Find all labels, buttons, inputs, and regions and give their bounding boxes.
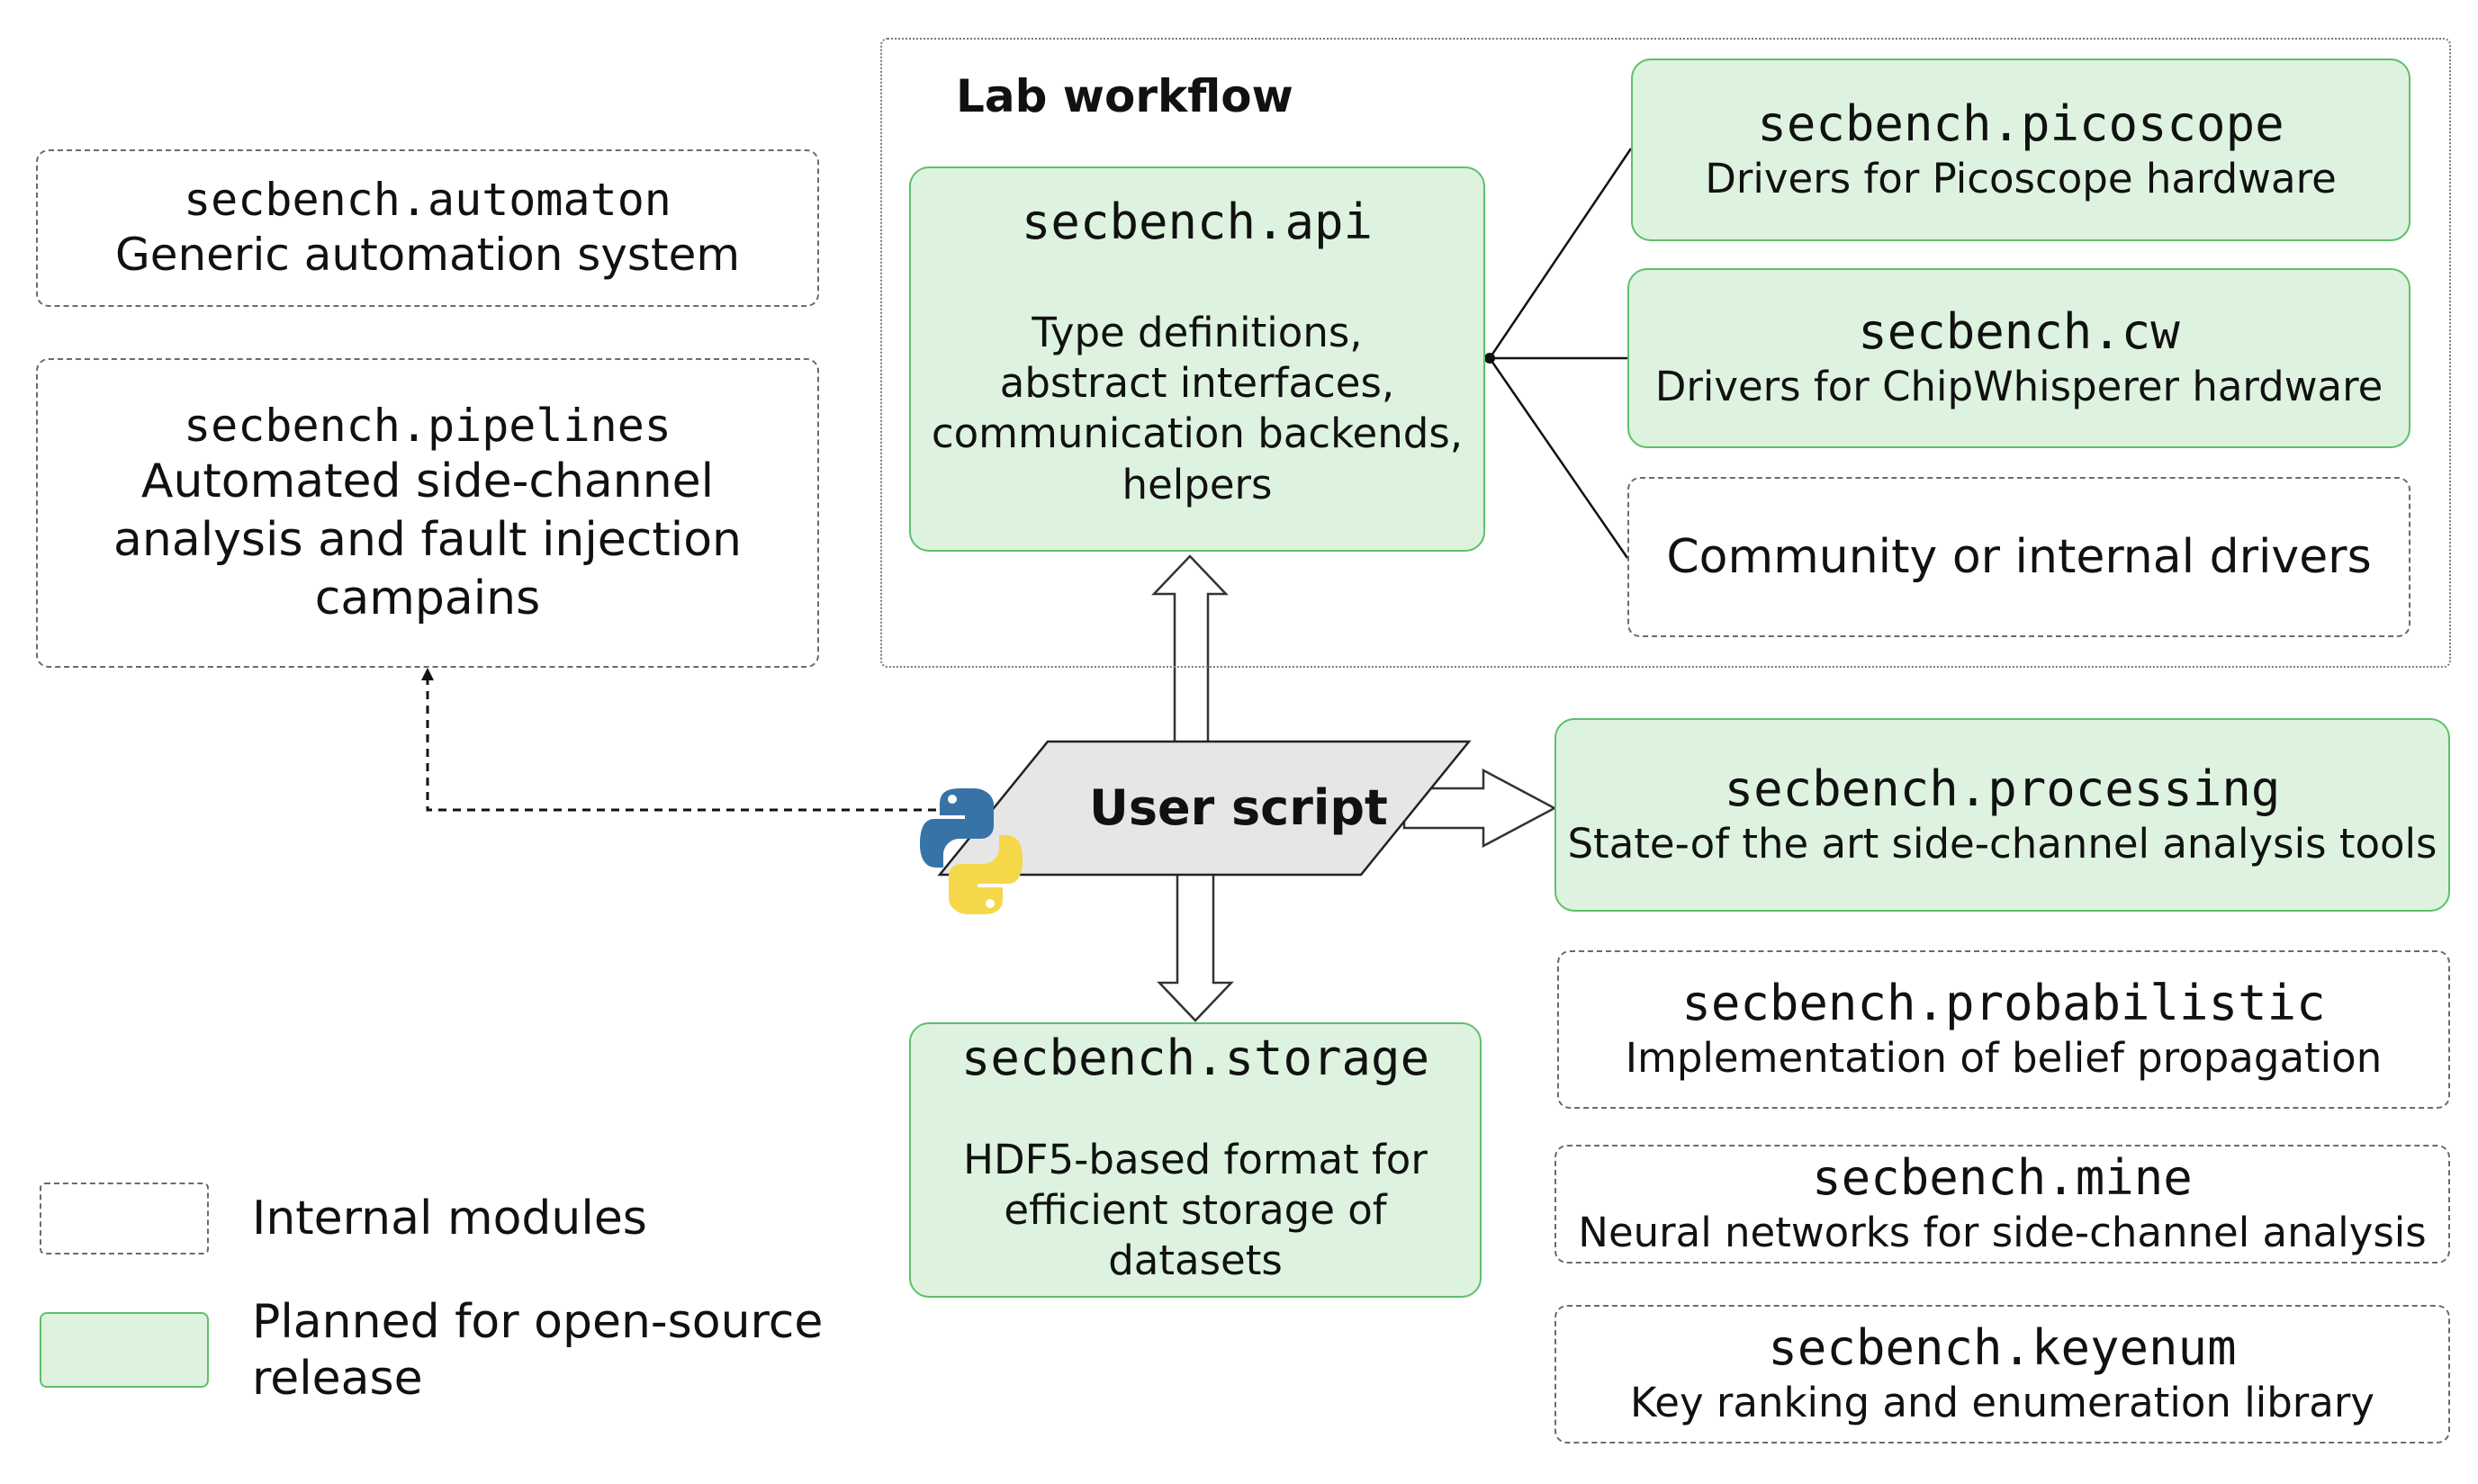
picoscope-module-name: secbench.picoscope	[1757, 94, 2284, 152]
cw-module-desc: Drivers for ChipWhisperer hardware	[1654, 363, 2383, 411]
cw-module-box: secbench.cw Drivers for ChipWhisperer ha…	[1627, 268, 2410, 448]
mine-module-desc: Neural networks for side-channel analysi…	[1578, 1209, 2427, 1257]
storage-desc-line-2: efficient storage of	[1004, 1186, 1387, 1235]
keyenum-module-desc: Key ranking and enumeration library	[1629, 1379, 2374, 1427]
keyenum-module-box: secbench.keyenum Key ranking and enumera…	[1554, 1305, 2450, 1444]
automaton-module-desc: Generic automation system	[114, 229, 741, 282]
picoscope-module-desc: Drivers for Picoscope hardware	[1705, 154, 2337, 202]
pipelines-module-box: secbench.pipelines Automated side-channe…	[36, 358, 819, 668]
legend-internal-swatch	[40, 1183, 209, 1255]
keyenum-module-name: secbench.keyenum	[1768, 1319, 2237, 1377]
connector-pipelines-dashed	[426, 677, 936, 812]
api-desc-line-1: Type definitions,	[1032, 308, 1363, 356]
legend-planned-line-1: Planned for open-source	[252, 1295, 824, 1349]
storage-module-box: secbench.storage HDF5-based format for e…	[909, 1022, 1482, 1298]
arrow-up-to-api	[1151, 554, 1229, 749]
community-drivers-box: Community or internal drivers	[1627, 477, 2410, 637]
processing-module-name: secbench.processing	[1724, 760, 2281, 817]
api-module-name: secbench.api	[1021, 193, 1374, 250]
probabilistic-module-desc: Implementation of belief propagation	[1625, 1034, 2383, 1083]
arrow-right-to-processing	[1402, 768, 1557, 849]
processing-module-box: secbench.processing State-of the art sid…	[1554, 718, 2450, 912]
connector-api-picoscope	[1488, 148, 1633, 359]
pipelines-arrowhead	[421, 668, 434, 680]
storage-module-name: secbench.storage	[960, 1030, 1430, 1086]
automaton-module-name: secbench.automaton	[184, 174, 671, 227]
pipelines-desc-line-2: analysis and fault injection	[113, 512, 742, 567]
api-module-box: secbench.api Type definitions, abstract …	[909, 166, 1485, 552]
mine-module-box: secbench.mine Neural networks for side-c…	[1554, 1145, 2450, 1264]
lab-workflow-frame	[880, 38, 2451, 668]
automaton-module-box: secbench.automaton Generic automation sy…	[36, 149, 819, 307]
pipelines-desc-line-1: Automated side-channel	[140, 454, 715, 508]
pipelines-desc-line-3: campains	[314, 571, 541, 625]
community-drivers-label: Community or internal drivers	[1666, 530, 2372, 584]
user-script-label: User script	[1089, 779, 1388, 836]
picoscope-module-box: secbench.picoscope Drivers for Picoscope…	[1631, 58, 2410, 241]
legend-internal-label: Internal modules	[252, 1192, 647, 1246]
probabilistic-module-box: secbench.probabilistic Implementation of…	[1557, 950, 2450, 1109]
lab-workflow-title: Lab workflow	[956, 70, 1293, 122]
pipelines-module-name: secbench.pipelines	[184, 399, 671, 452]
legend-planned-swatch	[40, 1312, 209, 1388]
mine-module-name: secbench.mine	[1812, 1149, 2193, 1207]
probabilistic-module-name: secbench.probabilistic	[1681, 975, 2326, 1032]
legend-planned-line-2: release	[252, 1352, 423, 1407]
arrow-down-to-storage	[1157, 869, 1234, 1022]
storage-desc-line-3: datasets	[1108, 1237, 1283, 1285]
api-desc-line-3: communication backends,	[931, 409, 1464, 458]
cw-module-name: secbench.cw	[1858, 303, 2180, 361]
api-desc-line-2: abstract interfaces,	[999, 359, 1395, 408]
connector-api-community	[1488, 357, 1629, 559]
python-logo-icon	[920, 788, 1023, 914]
storage-desc-line-1: HDF5-based format for	[963, 1135, 1428, 1183]
legend-planned-label: Planned for open-source release	[252, 1294, 823, 1408]
api-desc-line-4: helpers	[1122, 460, 1273, 508]
processing-module-desc: State-of the art side-channel analysis t…	[1567, 819, 2437, 868]
